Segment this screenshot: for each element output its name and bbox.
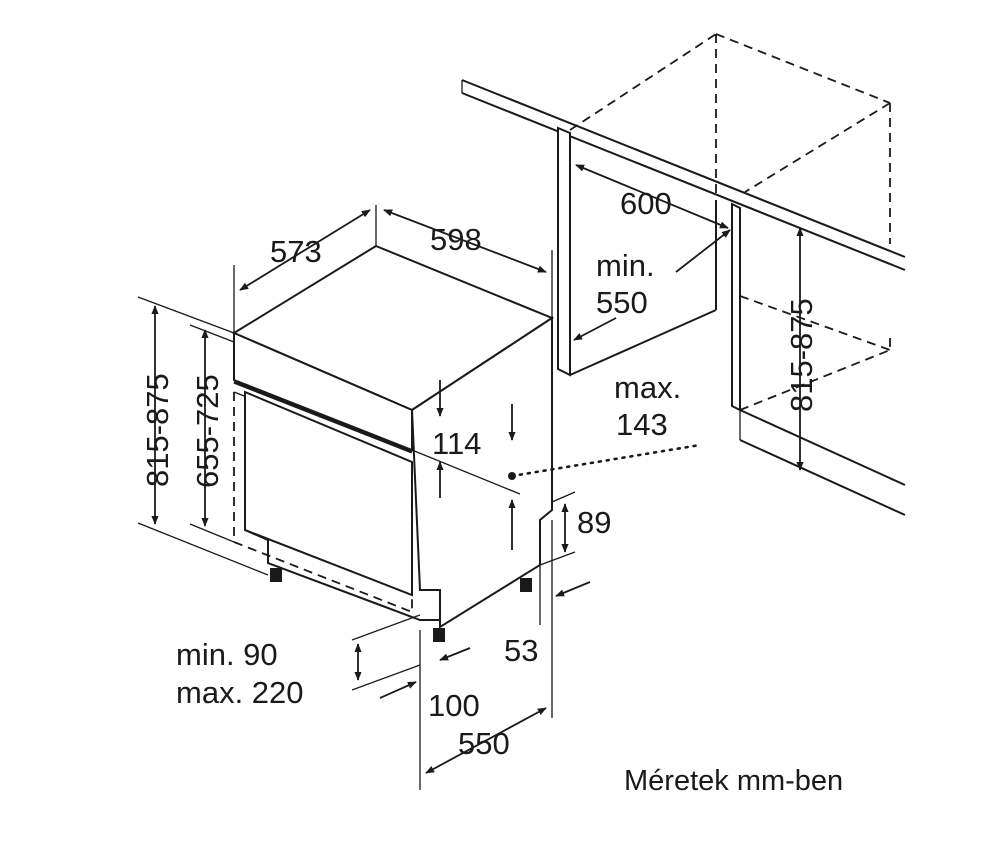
- dim-plinth-max: max. 220: [176, 675, 304, 710]
- dim-height-left: 815-875: [140, 373, 175, 487]
- dim-598: 598: [430, 222, 482, 257]
- dim-socket-max-label: max.: [614, 370, 681, 405]
- units-caption: Méretek mm-ben: [624, 765, 843, 797]
- dim-100: 100: [428, 688, 480, 723]
- dim-550-bottom: 550: [458, 726, 510, 761]
- dim-niche-min-value: 550: [596, 285, 648, 320]
- dim-socket-max-value: 143: [616, 407, 668, 442]
- dim-89: 89: [577, 505, 611, 540]
- dim-114: 114: [432, 426, 481, 461]
- dim-573: 573: [270, 234, 322, 269]
- dim-plinth-min: min. 90: [176, 637, 278, 672]
- dim-53: 53: [504, 633, 538, 668]
- dim-600: 600: [620, 186, 672, 221]
- dim-niche-height: 815-875: [784, 298, 819, 412]
- dim-height-panel: 655-725: [190, 374, 225, 488]
- dimension-lines: [137, 164, 804, 790]
- dim-niche-min-label: min.: [596, 248, 655, 283]
- kitchen-niche: [461, 33, 906, 516]
